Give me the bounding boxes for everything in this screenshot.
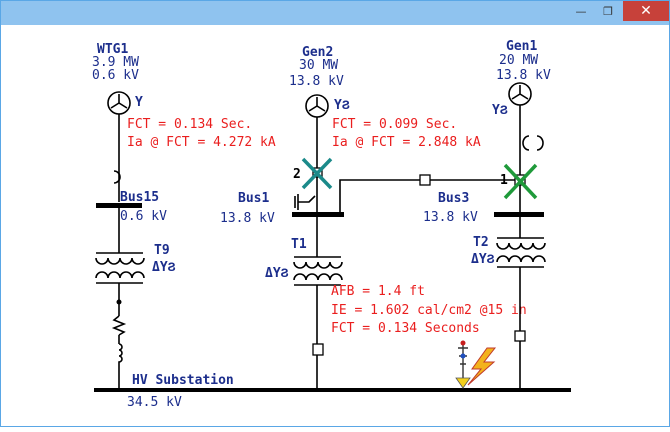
left-fault-current: Ia @ FCT = 4.272 kA	[127, 135, 276, 150]
bus15-name: Bus15	[120, 190, 159, 205]
gen1-name: Gen1	[506, 39, 537, 54]
one-line-diagram: WTG1 3.9 MW 0.6 kV Y Bus15 0.6 kV T9 ΔYϨ	[2, 26, 670, 427]
bus1-bar[interactable]	[292, 212, 344, 217]
t2-connection: ΔYϨ	[471, 252, 495, 267]
breaker-2[interactable]	[301, 157, 333, 190]
title-bar: — ❐ ✕	[1, 1, 669, 25]
hv-substation-name: HV Substation	[132, 373, 234, 388]
left-fault-fct: FCT = 0.134 Sec.	[127, 117, 252, 132]
arc-flash-boundary: AFB = 1.4 ft	[331, 284, 425, 299]
hv-substation-bus[interactable]	[94, 388, 571, 392]
cable-coupling	[522, 135, 544, 151]
minimize-icon[interactable]: —	[575, 4, 587, 18]
wtg1-name: WTG1	[97, 42, 128, 57]
gen2-name: Gen2	[302, 45, 333, 60]
gen2-mw: 30 MW	[299, 58, 338, 73]
right-fault-current: Ia @ FCT = 2.848 kA	[332, 135, 481, 150]
bus1-name: Bus1	[238, 191, 269, 206]
hv-substation-kv: 34.5 kV	[127, 395, 182, 410]
bus3-name: Bus3	[438, 191, 469, 206]
breaker-1[interactable]	[503, 163, 538, 200]
gen2-kv: 13.8 kV	[289, 74, 344, 89]
arc-flash-fct: FCT = 0.134 Seconds	[331, 321, 480, 336]
wtg1-mw: 3.9 MW	[92, 55, 139, 70]
arc-flash-icon[interactable]	[455, 340, 497, 389]
wtg1-symbol[interactable]	[107, 91, 131, 202]
bus15-kv: 0.6 kV	[120, 209, 167, 224]
incident-energy: IE = 1.602 cal/cm2 @15 in	[331, 303, 527, 318]
gen1-connection: YϨ	[492, 103, 508, 118]
bus15-bar[interactable]	[96, 203, 142, 208]
bus3-bar[interactable]	[494, 212, 544, 217]
t2-name: T2	[473, 235, 489, 250]
bus1-kv: 13.8 kV	[220, 211, 275, 226]
gen1-kv: 13.8 kV	[496, 68, 551, 83]
t9-connection: ΔYϨ	[152, 260, 176, 275]
t1-name: T1	[291, 237, 307, 252]
close-icon[interactable]: ✕	[623, 1, 669, 21]
wtg1-kv: 0.6 kV	[92, 68, 139, 83]
tie-line[interactable]	[339, 174, 520, 212]
breaker-2-label: 2	[293, 167, 301, 182]
bus3-kv: 13.8 kV	[423, 210, 478, 225]
t9-name: T9	[154, 243, 170, 258]
t1-connection: ΔYϨ	[265, 266, 289, 281]
gen2-connection: YϨ	[334, 98, 350, 113]
t1-transformer[interactable]	[293, 217, 343, 388]
t2-transformer[interactable]	[496, 217, 546, 388]
impedance-element[interactable]	[111, 315, 127, 388]
diagram-svg: WTG1 3.9 MW 0.6 kV Y Bus15 0.6 kV T9 ΔYϨ	[92, 39, 571, 410]
breaker-1-label: 1	[500, 173, 508, 188]
maximize-icon[interactable]: ❐	[603, 4, 613, 18]
gen2-symbol[interactable]	[305, 94, 329, 212]
wtg1-connection: Y	[135, 95, 143, 110]
t9-transformer[interactable]	[95, 208, 145, 316]
right-fault-fct: FCT = 0.099 Sec.	[332, 117, 457, 132]
gen1-symbol[interactable]	[508, 82, 532, 212]
gen1-mw: 20 MW	[499, 53, 538, 68]
ground-switch[interactable]	[294, 194, 316, 210]
